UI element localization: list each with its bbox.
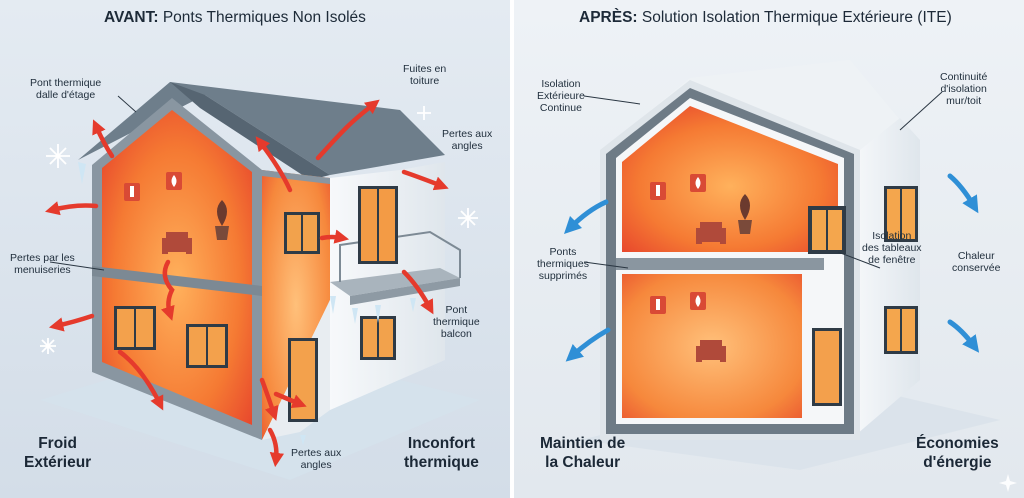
label-pertes-angles-bottom: Pertes aux angles — [291, 447, 342, 471]
label-isolation-continue: Isolation Extérieure Continue — [537, 78, 585, 114]
floor-slab — [92, 266, 262, 296]
label-maintien-chaleur: Maintien de la Chaleur — [540, 435, 626, 471]
label-isolation-tableaux: Isolation des tableaux de fenêtre — [862, 230, 922, 266]
armchair-icon — [696, 222, 726, 244]
thermometer-icon — [124, 183, 140, 201]
thermometer-icon — [650, 182, 666, 200]
armchair-icon — [162, 232, 192, 254]
label-fuites-toiture: Fuites en toiture — [403, 63, 447, 87]
roof-cover — [602, 60, 900, 150]
plant-icon — [738, 194, 752, 234]
left-title-text: Ponts Thermiques Non Isolés — [162, 9, 366, 26]
label-continuite: Continuité d'isolation mur/toit — [940, 71, 988, 107]
plant-icon — [215, 200, 229, 240]
left-house — [40, 82, 480, 480]
label-ponts-supprimes: Ponts thermiques supprimés — [537, 246, 589, 282]
flame-icon — [166, 172, 182, 190]
label-economies-energie: Économies d'énergie — [916, 435, 999, 471]
upper-room-heat — [622, 106, 838, 252]
label-pont-dalle: Pont thermique dalle d'étage — [30, 77, 102, 101]
balcony-rail — [339, 230, 461, 282]
balcony-slab — [330, 268, 460, 296]
label-pertes-menuiseries: Pertes par les menuiseries — [10, 252, 75, 276]
thermometer-icon — [650, 296, 666, 314]
label-chaleur-conservee: Chaleur conservée — [952, 250, 1001, 274]
sparkle-icon — [999, 474, 1017, 492]
label-pertes-angles-top: Pertes aux angles — [442, 128, 493, 152]
right-panel-title: APRÈS: Solution Isolation Thermique Exté… — [579, 9, 952, 27]
armchair-icon — [696, 340, 726, 362]
label-inconfort-thermique: Inconfort thermique — [404, 435, 479, 471]
label-pont-balcon: Pont thermique balcon — [433, 304, 480, 340]
flame-icon — [690, 292, 706, 310]
right-house — [563, 60, 1017, 492]
panel-divider — [510, 0, 514, 498]
flame-icon — [690, 174, 706, 192]
left-panel-title: AVANT: Ponts Thermiques Non Isolés — [104, 9, 366, 27]
snowflake-icon — [40, 106, 478, 354]
left-title-bold: AVANT: — [104, 9, 159, 26]
label-froid-exterieur: Froid Extérieur — [24, 435, 92, 471]
right-title-text: Solution Isolation Thermique Extérieure … — [641, 9, 952, 26]
right-title-bold: APRÈS: — [579, 9, 638, 26]
floor-slab — [616, 258, 824, 270]
icicles — [78, 162, 416, 445]
roof-edge — [170, 82, 330, 180]
